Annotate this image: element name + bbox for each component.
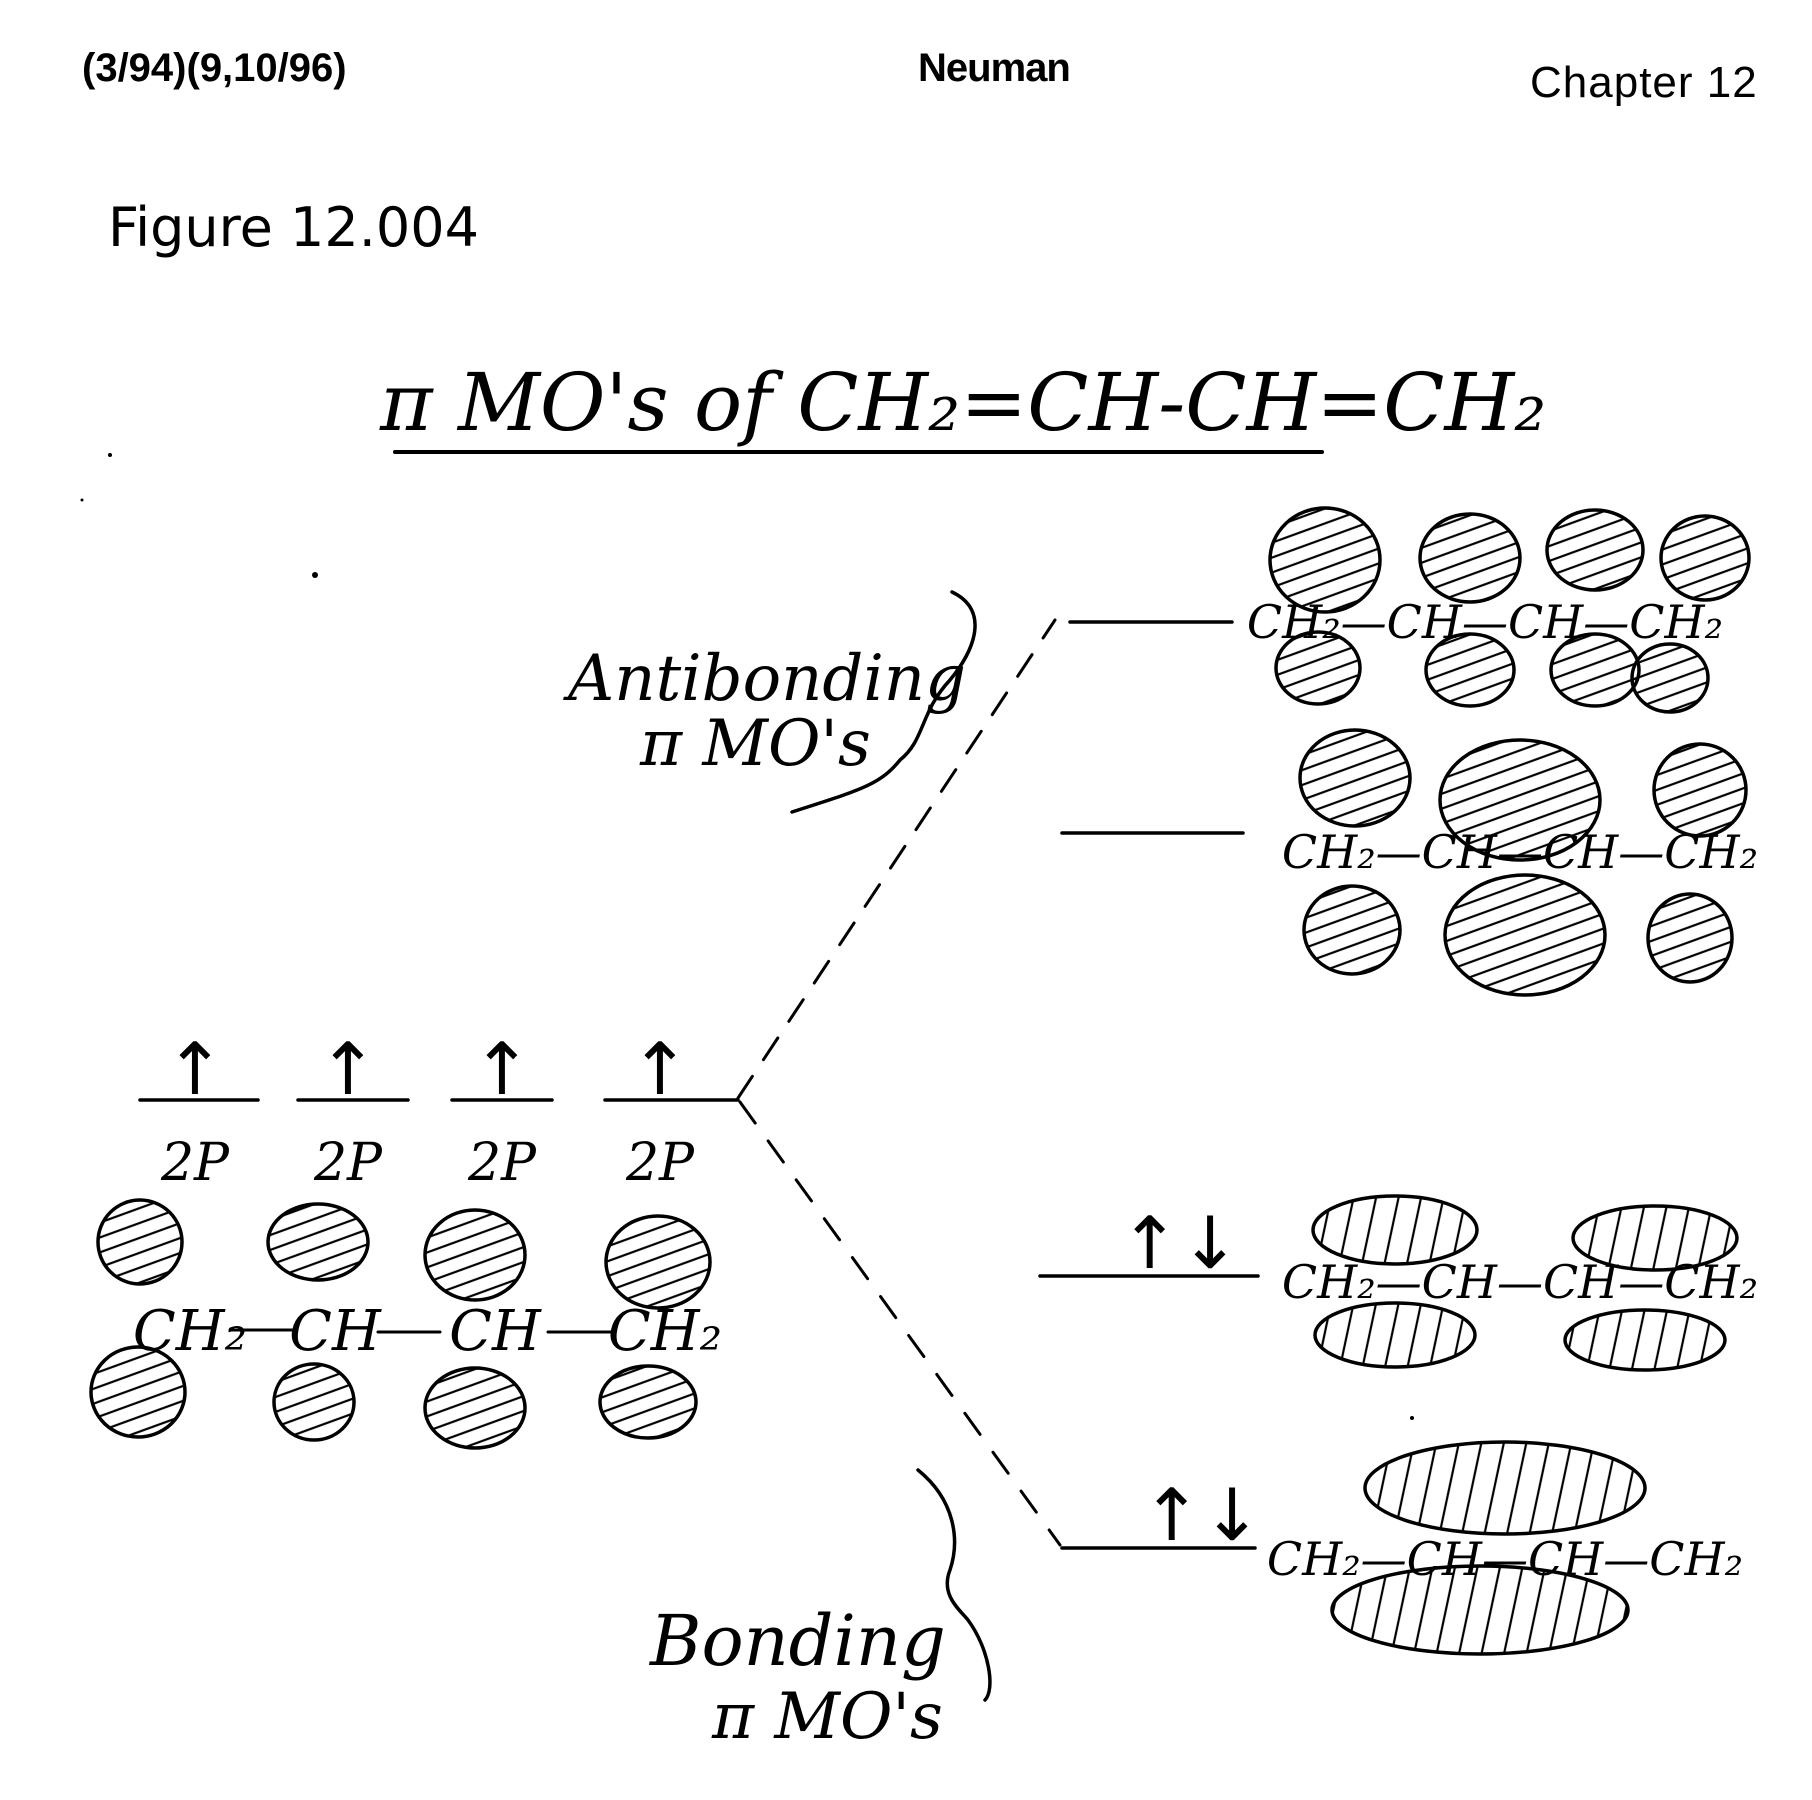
carbon-label-2: CH xyxy=(289,1299,382,1364)
diagram-title: π MO's of CH₂=CH-CH=CH₂ xyxy=(379,356,1546,449)
electron-up-arrow: ↑ xyxy=(165,1027,225,1111)
ao-level-2: ↑ 2P xyxy=(296,1027,410,1193)
mo-psi3-lobes xyxy=(1298,728,1748,997)
mo-level-2: CH₂—CH—CH—CH₂ xyxy=(1060,825,1758,879)
atomic-orbital-levels: ↑ 2P ↑ 2P ↑ 2P ↑ 2P xyxy=(138,1027,740,1193)
scan-specks xyxy=(80,453,1414,1420)
atomic-p-orbitals xyxy=(89,1198,712,1450)
carbon-label-3: CH xyxy=(449,1299,542,1364)
electron-up-arrow: ↑ xyxy=(472,1027,532,1111)
header-author: Neuman xyxy=(918,46,1071,90)
header-chapter: Chapter 12 xyxy=(1530,58,1758,107)
bonding-brace xyxy=(916,1468,992,1702)
carbon-label-1: CH₂ xyxy=(133,1299,247,1364)
ao-label: 2P xyxy=(160,1133,230,1193)
electron-up-arrow: ↑ xyxy=(630,1027,690,1111)
ao-level-3: ↑ 2P xyxy=(450,1027,554,1193)
antibonding-label-2: π MO's xyxy=(639,707,871,781)
bonding-label: Bonding xyxy=(648,1600,946,1682)
mo-psi4-lobes xyxy=(1268,506,1751,714)
mo-psi1-lobes xyxy=(1330,1440,1647,1656)
ao-level-4: ↑ 2P xyxy=(603,1027,740,1193)
correlation-lines xyxy=(736,618,1062,1547)
antibonding-label: Antibonding xyxy=(563,642,966,716)
electron-up-arrow: ↑ xyxy=(318,1027,378,1111)
mo-level-3: ↑↓CH₂—CH—CH—CH₂ xyxy=(1038,1201,1758,1309)
electron-pair-arrows: ↑↓ xyxy=(1120,1201,1241,1285)
mo-psi2-lobes xyxy=(1311,1194,1739,1372)
bonding-label-2: π MO's xyxy=(711,1680,943,1754)
mo-level-1: CH₂—CH—CH—CH₂ xyxy=(1068,595,1723,649)
carbon-label-4: CH₂ xyxy=(608,1299,722,1364)
atomic-skeleton: CH₂ CH CH CH₂ xyxy=(133,1299,722,1364)
header-date: (3/94)(9,10/96) xyxy=(82,46,347,90)
mo-levels: CH₂—CH—CH—CH₂ CH₂—CH—CH—CH₂ ↑↓CH₂—CH—CH—CH… xyxy=(1038,595,1758,1586)
ao-label: 2P xyxy=(467,1133,537,1193)
electron-pair-arrows: ↑↓ xyxy=(1142,1473,1263,1557)
ao-level-1: ↑ 2P xyxy=(138,1027,260,1193)
ao-label: 2P xyxy=(625,1133,695,1193)
figure-label: Figure 12.004 xyxy=(108,196,479,259)
ao-label: 2P xyxy=(313,1133,383,1193)
antibonding-brace xyxy=(790,590,977,814)
